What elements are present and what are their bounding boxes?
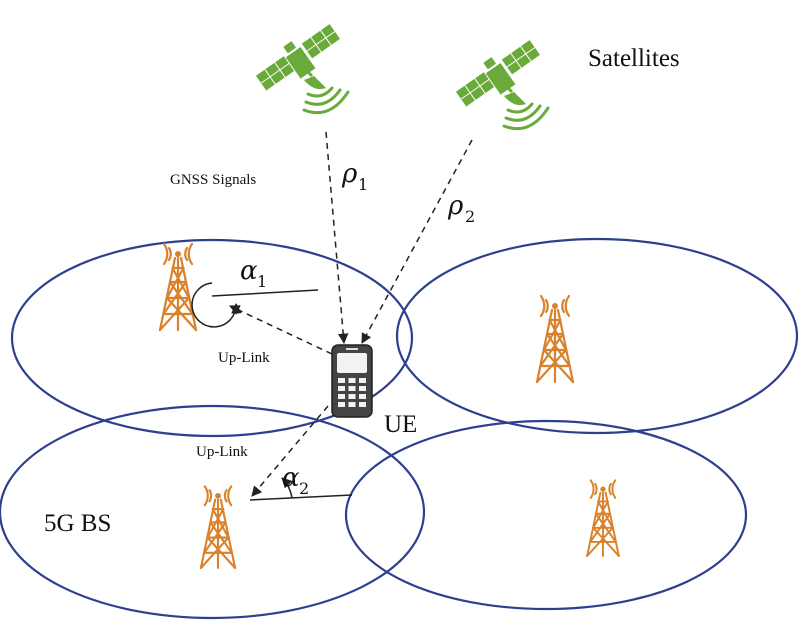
cell-bottom-right	[344, 419, 748, 611]
satellite-icon	[254, 22, 350, 115]
satellites-label: Satellites	[588, 45, 680, 72]
cell-boundaries	[0, 237, 799, 620]
mobile-phone-icon	[331, 344, 373, 418]
uplink-label-1: Up-Link	[218, 350, 270, 366]
5g-bs-label: 5G BS	[44, 510, 111, 537]
cell-tower-icon	[158, 242, 198, 332]
angle-arc-alpha2	[281, 477, 293, 499]
cell-tower-icon	[586, 479, 620, 557]
rho1-subscript: 1	[358, 175, 368, 194]
gnss-signal-2	[361, 139, 473, 344]
angle-reference-2	[249, 494, 353, 501]
rho2-subscript: 2	[465, 207, 475, 226]
rho1-label: ρ	[341, 159, 358, 189]
cell-tower-icon	[199, 485, 237, 570]
uplink-line-1	[229, 305, 333, 355]
gnss-signal-1	[325, 131, 349, 345]
uplink-line-2	[251, 405, 329, 497]
alpha1-label: α	[240, 256, 258, 286]
cell-tower-icon	[535, 294, 575, 384]
rho2-label: ρ	[447, 191, 464, 221]
alpha2-label: α	[282, 463, 300, 493]
alpha1-subscript: 1	[257, 272, 267, 291]
gnss-signal-lines	[325, 131, 473, 345]
uplink-label-2: Up-Link	[196, 444, 248, 460]
cell-top-right	[395, 237, 799, 435]
gnss-signals-label: GNSS Signals	[170, 172, 256, 188]
cell-bottom-left	[0, 404, 426, 620]
angle-arc-alpha1	[191, 282, 242, 328]
ue-label: UE	[384, 411, 417, 438]
satellite-icon	[454, 38, 550, 131]
angle-reference-1	[211, 289, 319, 297]
alpha2-subscript: 2	[299, 479, 309, 498]
cell-top-left	[10, 238, 414, 438]
